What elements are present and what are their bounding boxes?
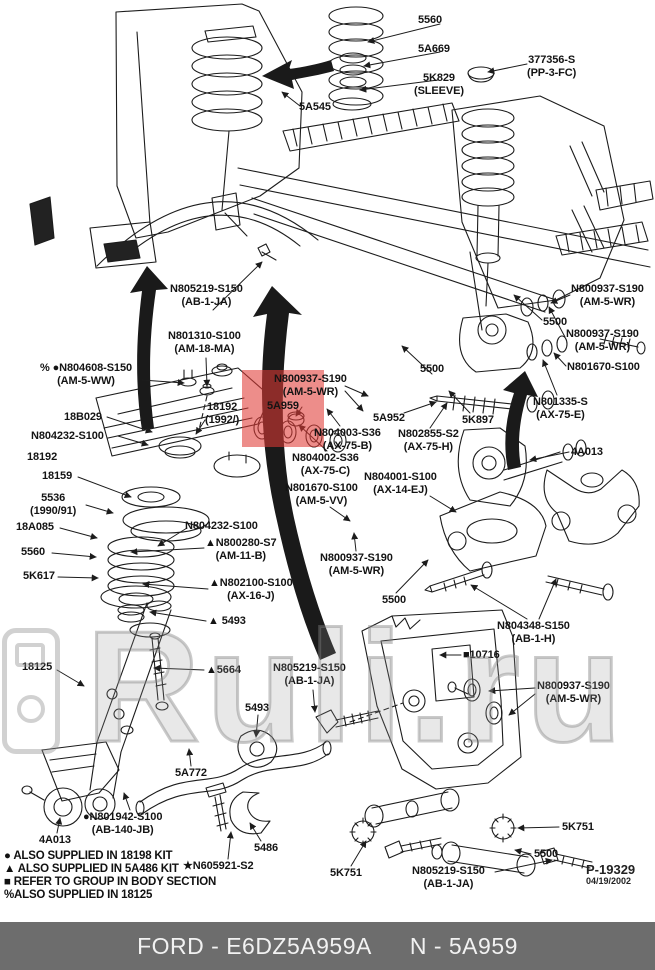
long-bolts-n804348 (424, 561, 614, 601)
link-right-5k751 (431, 813, 593, 877)
footer-part-number: FORD - E6DZ5A959A (137, 932, 372, 959)
label-18159: 18159 (42, 470, 73, 482)
bracket-10716 (349, 609, 522, 790)
stabilizer-bar-5a772 (135, 740, 332, 816)
label-5a669: 5A669 (418, 43, 450, 55)
label-n801670-center: N801670-S100 (AM-5-VV) (285, 482, 358, 507)
label-5k829-sleeve: 5K829 (SLEEVE) (414, 72, 464, 97)
bolt-n805219-upper (257, 243, 277, 261)
label-n800937-right-2: N800937-S190 (AM-5-WR) (566, 328, 639, 353)
bolt-n805219-bottom (315, 709, 379, 734)
coil-spring-top (328, 6, 384, 111)
label-n801670-right: N801670-S100 (567, 361, 640, 373)
label-5493-triangle: ▲ 5493 (208, 615, 246, 627)
leader-lines (51, 23, 571, 873)
label-n802100: ▲N802100-S100 (AX-16-J) (209, 577, 293, 602)
label-4a013-right: 4A013 (571, 446, 603, 458)
label-n805219-upper: N805219-S150 (AB-1-JA) (170, 283, 243, 308)
bracket-4a013-bottom (21, 741, 120, 827)
label-n804608: % ●N804608-S150 (AM-5-WW) (40, 362, 132, 387)
label-5560-spring: 5560 (418, 14, 443, 26)
stamp-date: 04/19/2002 (586, 876, 632, 886)
label-5k897: 5K897 (462, 414, 494, 426)
label-5560-left: 5560 (21, 546, 46, 558)
footer-reference: N - 5A959 (409, 932, 518, 959)
label-n804003: N804003-S36 (AX-75-B) (314, 427, 381, 452)
insulator-cap-377356 (467, 66, 495, 83)
label-n804232-left: N804232-S100 (31, 430, 104, 442)
washers-bracket-right (447, 678, 503, 725)
label-n804232-center: N804232-S100 (185, 520, 258, 532)
label-18a085: 18A085 (16, 521, 54, 533)
label-18192-left: 18192 (27, 451, 58, 463)
legend-line-3: ■ REFER TO GROUP IN BODY SECTION (4, 876, 217, 889)
label-5500-lower-center: 5500 (382, 594, 407, 606)
clamp-5486 (229, 791, 271, 835)
stamp-code: P-19329 (586, 862, 636, 877)
label-5486: 5486 (254, 842, 279, 854)
label-10716: ■10716 (463, 649, 500, 661)
label-18b029: 18B029 (64, 411, 102, 423)
label-n804002: N804002-S36 (AX-75-C) (292, 452, 359, 477)
legend-line-1: ● ALSO SUPPLIED IN 18198 KIT (4, 850, 173, 862)
label-5500-bottom: 5500 (534, 848, 559, 860)
label-n605921: ★N605921-S2 (183, 860, 254, 872)
label-n801335: N801335-S (AX-75-E) (533, 396, 588, 421)
bolt-n605921 (205, 782, 229, 832)
highlight-box-5a959 (242, 370, 324, 447)
bushing-5493 (237, 729, 278, 768)
label-5664: ▲5664 (206, 664, 241, 676)
strut-exploded-stack (84, 451, 261, 820)
label-18192-1992: 18192 (1992/) (205, 401, 240, 426)
label-n801942: ●N801942-S100 (AB-140-JB) (83, 811, 163, 836)
upper-arm-4a013 (543, 469, 640, 545)
label-n800937-right-1: N800937-S190 (AM-5-WR) (571, 283, 644, 308)
label-5536: 5536 (1990/91) (30, 492, 77, 517)
label-5k751-left: 5K751 (330, 867, 362, 879)
label-n800280: ▲N800280-S7 (AM-11-B) (205, 537, 277, 562)
label-5500-center: 5500 (420, 363, 445, 375)
label-n804001: N804001-S100 (AX-14-EJ) (364, 471, 437, 496)
label-n804348: N804348-S150 (AB-1-H) (497, 620, 570, 645)
label-n800937-highlighted: N800937-S190 (AM-5-WR) (274, 373, 347, 398)
lower-knuckle-right (457, 427, 587, 507)
footer-bar: FORD - E6DZ5A959A N - 5A959 (0, 922, 655, 970)
label-n800937-bottom: N800937-S190 (AM-5-WR) (537, 680, 610, 705)
label-n801310: N801310-S100 (AM-18-MA) (168, 330, 241, 355)
label-5493-lower: 5493 (245, 702, 270, 714)
link-left-5k751 (349, 788, 460, 859)
label-5a959-highlighted: 5A959 (267, 400, 299, 412)
arm-5500-right (439, 491, 547, 572)
label-n805219-mid: N805219-S150 (AB-1-JA) (273, 662, 346, 687)
label-5a772: 5A772 (175, 767, 207, 779)
strut-spring-left-tower (191, 25, 263, 237)
right-tower (451, 95, 646, 373)
label-n802855: N802855-S2 (AX-75-H) (398, 428, 459, 453)
legend: ● ALSO SUPPLIED IN 18198 KIT ▲ ALSO SUPP… (4, 850, 216, 902)
label-n805219-bottom: N805219-S150 (AB-1-JA) (412, 865, 485, 890)
label-5500-right: 5500 (543, 316, 568, 328)
label-4a013-bottom: 4A013 (39, 834, 71, 846)
label-18125: 18125 (22, 661, 53, 673)
label-5a545: 5A545 (299, 101, 331, 113)
label-5k751-right: 5K751 (562, 821, 594, 833)
frame-and-towers (29, 3, 654, 331)
print-stamp: P-19329 04/19/2002 (586, 862, 635, 886)
legend-line-4: %ALSO SUPPLIED IN 18125 (4, 889, 153, 902)
label-5a952: 5A952 (373, 412, 405, 424)
legend-line-2: ▲ ALSO SUPPLIED IN 5A486 KIT (4, 863, 179, 876)
label-5k617: 5K617 (23, 570, 55, 582)
label-377356s: 377356-S (PP-3-FC) (527, 54, 577, 79)
label-n800937-center: N800937-S190 (AM-5-WR) (320, 552, 393, 577)
